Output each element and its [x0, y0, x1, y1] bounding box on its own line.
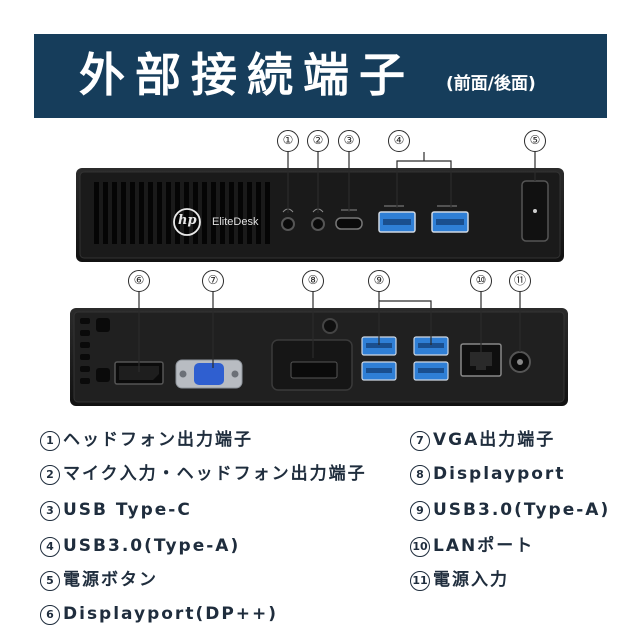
marker-8: ⑧: [302, 270, 324, 292]
rear-leader-lines: [138, 292, 521, 372]
hp-logo-icon: [173, 208, 201, 236]
marker-3: ③: [338, 130, 360, 152]
marker-1: ①: [277, 130, 299, 152]
page-title: 外部接続端子: [79, 48, 415, 102]
rear-vent: [80, 318, 110, 384]
page-subtitle: (前面/後面): [446, 74, 536, 94]
rear-panel: [70, 308, 568, 406]
front-vent: [94, 182, 270, 244]
marker-7: ⑦: [202, 270, 224, 292]
headphone-jack-icon: [281, 217, 295, 231]
hp-logo-text: hp: [178, 213, 197, 228]
marker-2: ②: [307, 130, 329, 152]
marker-6: ⑥: [128, 270, 150, 292]
model-label: EliteDesk: [212, 216, 259, 228]
mic-jack-icon: [311, 217, 325, 231]
header-banner: [34, 34, 607, 118]
marker-4: ④: [388, 130, 410, 152]
front-panel: [76, 168, 564, 262]
front-leader-lines: [287, 152, 536, 213]
marker-5: ⑤: [524, 130, 546, 152]
marker-11: ⑪: [509, 270, 531, 292]
marker-10: ⑩: [470, 270, 492, 292]
usb-c-port-icon: [335, 217, 363, 230]
marker-9: ⑨: [368, 270, 390, 292]
